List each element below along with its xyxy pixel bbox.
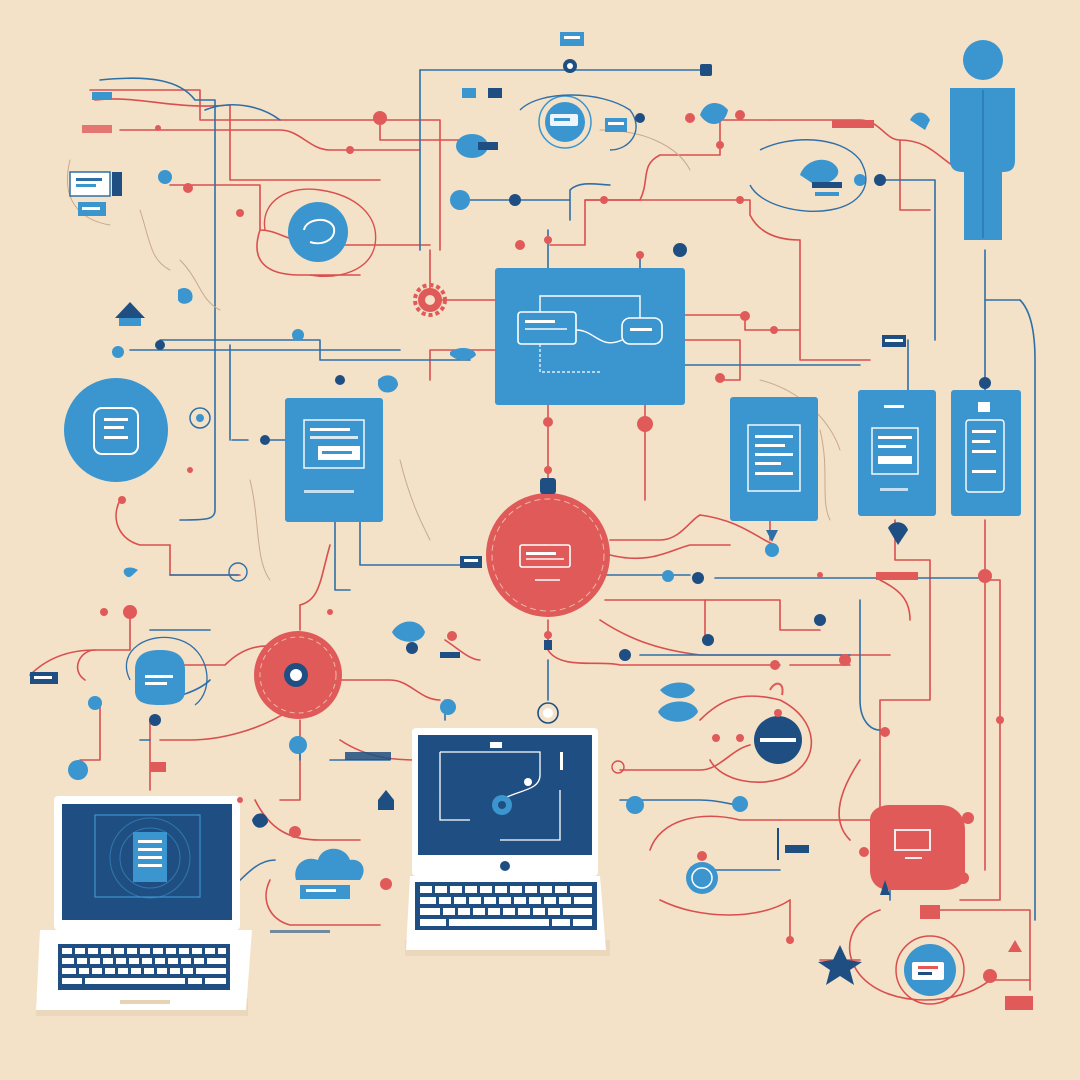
laptop-icon bbox=[36, 796, 252, 1016]
bottom-right-cluster bbox=[895, 935, 1033, 1010]
red-node-circle bbox=[254, 631, 391, 838]
laptop-center bbox=[405, 728, 610, 956]
right-middle-cluster bbox=[611, 682, 809, 894]
cloud-node-circle bbox=[263, 188, 377, 277]
dashboard-icon bbox=[495, 268, 685, 405]
hub-satellite-icons bbox=[460, 236, 992, 670]
left-middle-cluster bbox=[30, 562, 248, 780]
cloud-cluster-top-right bbox=[749, 139, 867, 212]
person-icon bbox=[950, 40, 1015, 240]
small-panels-top-left bbox=[69, 92, 193, 216]
cloud-icon bbox=[252, 790, 394, 933]
small-cluster-center-left bbox=[392, 621, 559, 724]
wires-red bbox=[29, 89, 1031, 1001]
right-cards bbox=[730, 335, 1021, 521]
right-red-panel bbox=[859, 727, 974, 919]
star-icon bbox=[818, 945, 862, 985]
central-hub bbox=[486, 416, 653, 617]
wires-blue bbox=[99, 69, 1036, 921]
left-misc-icons bbox=[112, 288, 476, 393]
house-icon bbox=[115, 302, 145, 326]
accent-dots bbox=[118, 125, 1004, 944]
gear-icon bbox=[413, 283, 447, 317]
document-node-circle bbox=[64, 378, 211, 482]
top-center-icons bbox=[373, 32, 930, 210]
document-icon bbox=[260, 398, 383, 522]
